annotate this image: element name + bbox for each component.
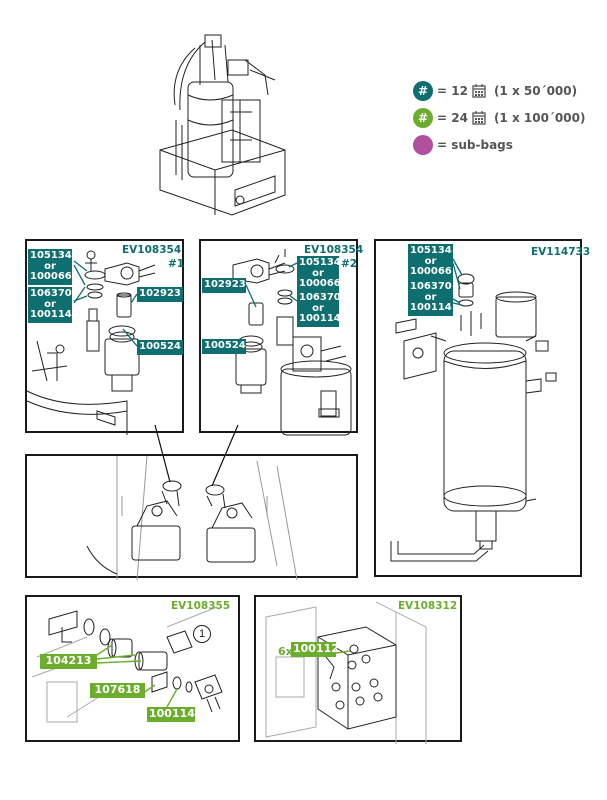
- part-tag: 107618: [90, 683, 145, 698]
- panel-index: #2: [341, 258, 358, 270]
- block-drawing: [265, 601, 427, 744]
- valves-detail-drawing: [86, 455, 298, 581]
- calendar-icon: [472, 84, 486, 98]
- legend-row-purple: = sub-bags: [413, 134, 513, 156]
- purple-dot-icon: [413, 135, 433, 155]
- panel-code: EV108312: [398, 600, 458, 612]
- part-tag: 100112: [291, 642, 339, 657]
- panel-code: EV108355: [171, 600, 231, 612]
- hash-badge-icon: #: [413, 81, 433, 101]
- legend-interval: (1 x 100´000): [493, 111, 586, 125]
- quantity-label: 6x: [278, 645, 293, 658]
- legend-interval: (1 x 50´000): [493, 84, 578, 98]
- part-tag: 100524: [202, 339, 246, 354]
- boiler-drawing: [390, 258, 557, 562]
- legend-subbags: = sub-bags: [437, 138, 513, 152]
- legend-count: = 24: [437, 111, 468, 125]
- panel-index: #1: [168, 258, 185, 270]
- callout-number: 1: [193, 625, 211, 643]
- panel-code: EV108354: [122, 244, 182, 256]
- panel-code: EV108354: [304, 244, 364, 256]
- part-tag: 104213: [40, 654, 97, 669]
- panel-ev108355: EV108355 1 104213 107618 100114: [25, 595, 240, 742]
- valve-drawing-2: [232, 249, 352, 436]
- fitting-drawing: [31, 606, 223, 723]
- legend-row-teal: # = 12 (1 x 50´000): [413, 80, 577, 102]
- hash-badge-icon: #: [413, 108, 433, 128]
- panel-valves-detail: [25, 454, 358, 581]
- legend-count: = 12: [437, 84, 468, 98]
- calendar-icon: [472, 111, 486, 125]
- valve-drawing-1: [26, 250, 156, 435]
- panel-code: EV114733: [531, 246, 591, 258]
- part-tag: 102923: [137, 287, 183, 302]
- panel-ev108312: EV108312 6x 100112: [254, 595, 462, 744]
- part-tag: 100114: [147, 707, 195, 722]
- legend-row-green: # = 24 (1 x 100´000): [413, 107, 585, 129]
- part-tag: 102923: [202, 278, 246, 293]
- part-tag: 100524: [137, 340, 183, 355]
